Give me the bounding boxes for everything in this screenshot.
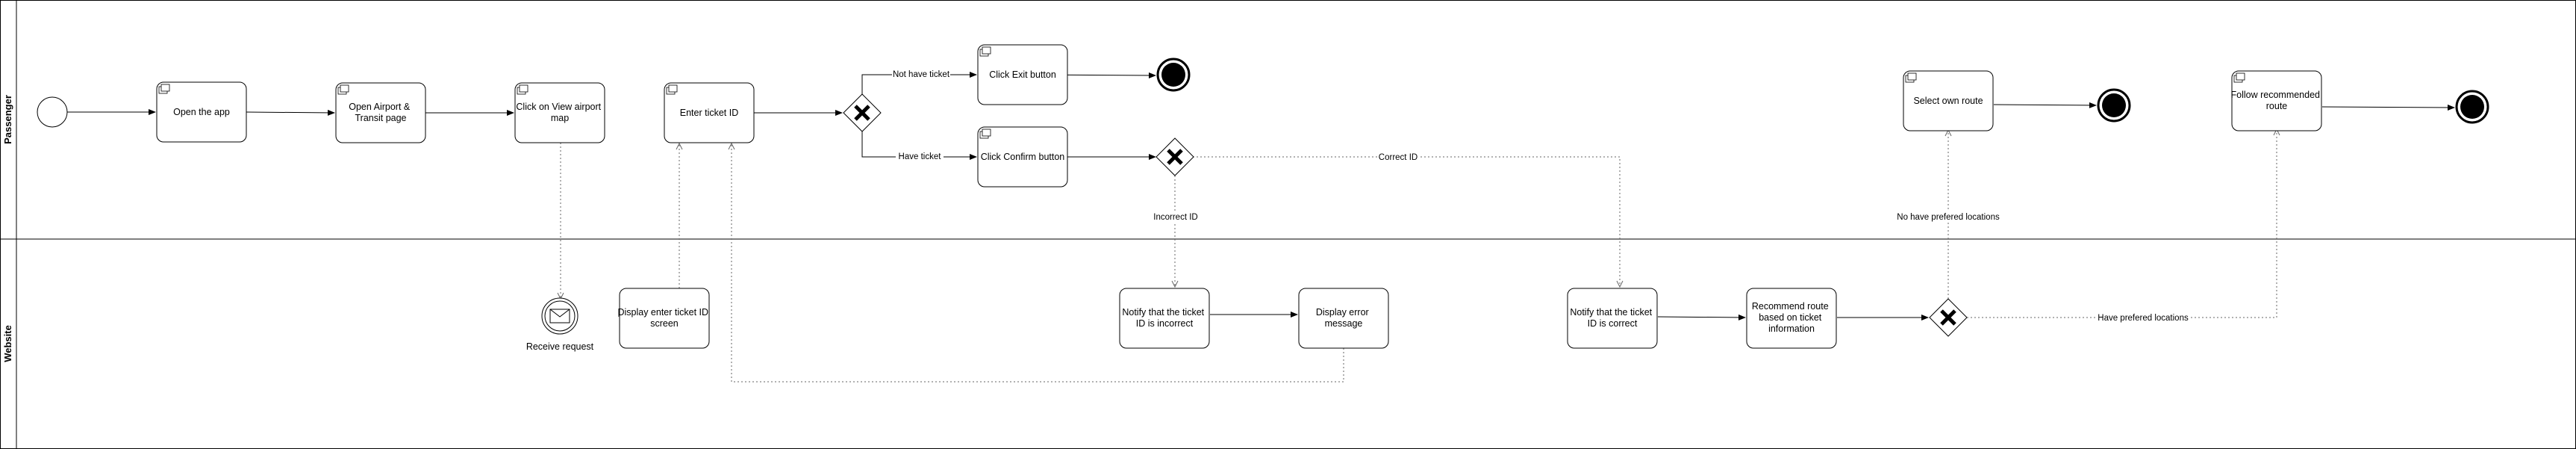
envelope-icon xyxy=(549,309,570,323)
task-label: Display error message xyxy=(1316,307,1371,329)
end-event-own-route xyxy=(2097,88,2131,123)
flow-open-app-to-transit xyxy=(246,109,335,116)
label-have-preferred: Have prefered locations xyxy=(2098,314,2189,323)
task-click-exit: Click Exit button xyxy=(977,44,1068,105)
task-click-view-map: Click on View airport map xyxy=(514,82,605,143)
task-label: Notify that the ticket ID is correct xyxy=(1570,307,1654,329)
task-open-app: Open the app xyxy=(156,81,247,143)
label-not-have-ticket: Not have ticket xyxy=(893,70,950,79)
task-label: Click on View airport map xyxy=(516,102,603,123)
label-incorrect-id: Incorrect ID xyxy=(1153,213,1197,222)
start-event xyxy=(37,96,68,128)
msg-error-back-to-enter xyxy=(732,143,1344,383)
task-click-confirm: Click Confirm button xyxy=(977,126,1068,188)
task-follow-recommended: Follow recommended route xyxy=(2231,70,2323,131)
lane-label-website: Website xyxy=(2,325,13,362)
gateway-id-check xyxy=(1156,137,1194,176)
label-correct-id: Correct ID xyxy=(1379,153,1418,162)
task-label: Notify that the ticket ID is incorrect xyxy=(1122,307,1206,329)
flow-correct-to-recommend xyxy=(1657,314,1746,321)
task-label: Enter ticket ID xyxy=(680,108,739,118)
task-label: Click Exit button xyxy=(989,69,1056,80)
sequence-flows xyxy=(67,72,2455,321)
task-label: Recommend route based on ticket informat… xyxy=(1752,301,1831,334)
gateway-ticket xyxy=(843,93,882,132)
receive-request-label: Receive request xyxy=(526,341,594,352)
label-have-ticket: Have ticket xyxy=(899,152,942,161)
msg-have-preferred xyxy=(1967,129,2277,318)
task-notify-correct: Notify that the ticket ID is correct xyxy=(1567,288,1658,349)
task-label: Follow recommended route xyxy=(2231,90,2323,111)
task-notify-incorrect: Notify that the ticket ID is incorrect xyxy=(1119,288,1210,349)
label-no-preferred: No have prefered locations xyxy=(1897,213,2000,222)
task-display-enter-ticket: Display enter ticket ID screen xyxy=(617,288,711,349)
task-label: Open the app xyxy=(173,107,230,117)
msg-correct-id xyxy=(1193,156,1620,287)
task-display-error: Display error message xyxy=(1298,288,1389,349)
end-event-exit xyxy=(1156,58,1191,92)
task-select-own-route: Select own route xyxy=(1903,70,1994,131)
task-open-airport-transit: Open Airport & Transit page xyxy=(335,82,426,143)
gateway-preferred xyxy=(1929,298,1968,337)
message-start-event xyxy=(541,297,578,335)
flow-follow-to-end xyxy=(2321,104,2455,111)
edge-labels: Not have ticket Have ticket Correct ID I… xyxy=(892,69,2189,323)
lane-label-passenger: Passenger xyxy=(2,95,13,144)
end-event-recommended xyxy=(2455,90,2489,124)
task-label: Open Airport & Transit page xyxy=(349,102,412,123)
task-label: Click Confirm button xyxy=(981,152,1065,162)
task-label: Select own route xyxy=(1913,96,1983,106)
task-label: Display enter ticket ID screen xyxy=(617,307,711,329)
task-recommend-route: Recommend route based on ticket informat… xyxy=(1746,288,1837,349)
task-enter-ticket-id: Enter ticket ID xyxy=(664,82,755,143)
message-flows xyxy=(561,129,2277,383)
